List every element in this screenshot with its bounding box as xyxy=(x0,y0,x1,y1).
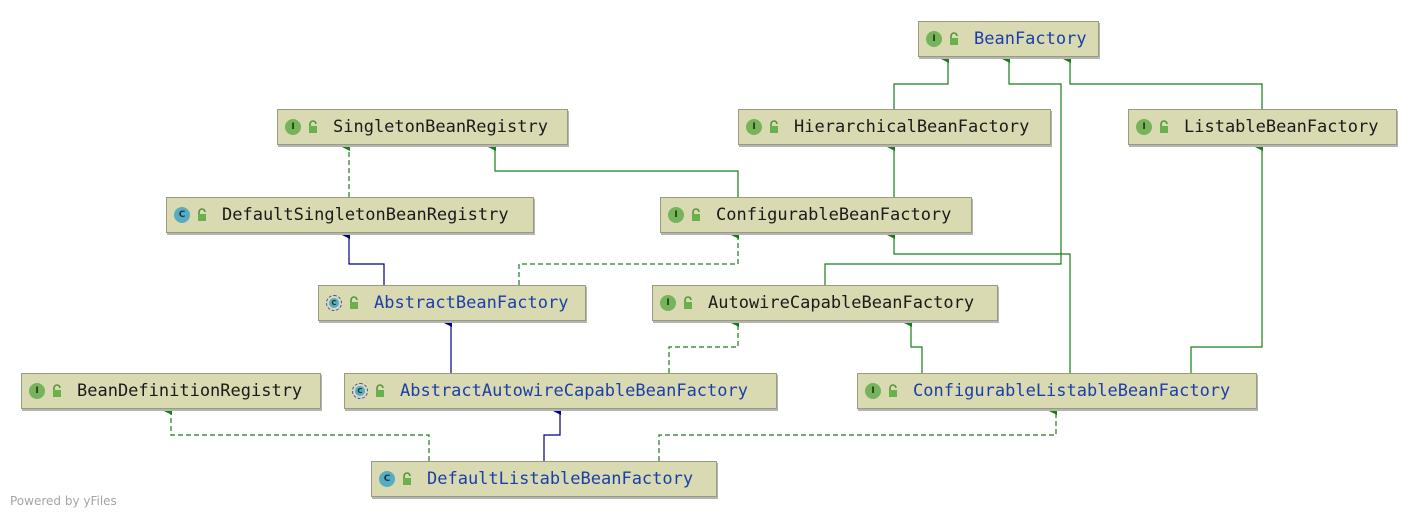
interface-icon: I xyxy=(285,119,301,135)
edge-default-listable-bean-factory-to-configurable-listable-bean-factory xyxy=(658,405,1057,461)
node-label: ListableBeanFactory xyxy=(1184,117,1379,137)
node-label: SingletonBeanRegistry xyxy=(333,117,548,137)
node-hierarchical-bean-factory[interactable]: I HierarchicalBeanFactory xyxy=(738,109,1051,145)
powered-by-credit: Powered by yFiles xyxy=(10,494,117,508)
node-label: ConfigurableListableBeanFactory xyxy=(913,381,1231,401)
interface-icon: I xyxy=(29,383,45,399)
node-configurable-bean-factory[interactable]: I ConfigurableBeanFactory xyxy=(660,197,972,233)
edge-configurable-bean-factory-to-singleton-bean-registry xyxy=(486,141,739,197)
public-lock-icon xyxy=(889,384,897,397)
interface-icon: I xyxy=(746,119,762,135)
edge-abstract-autowire-capable-bean-factory-to-autowire-capable-bean-factory xyxy=(668,317,739,373)
interface-icon: I xyxy=(660,295,676,311)
public-lock-icon xyxy=(684,296,692,309)
node-listable-bean-factory[interactable]: I ListableBeanFactory xyxy=(1128,109,1397,145)
abstract-class-icon: C xyxy=(326,295,342,311)
edge-hierarchical-bean-factory-to-bean-factory xyxy=(893,53,949,109)
public-lock-icon xyxy=(770,120,778,133)
node-singleton-bean-registry[interactable]: I SingletonBeanRegistry xyxy=(277,109,568,145)
node-abstract-bean-factory[interactable]: C AbstractBeanFactory xyxy=(318,285,586,321)
interface-icon: I xyxy=(865,383,881,399)
node-abstract-autowire-capable-bean-factory[interactable]: C AbstractAutowireCapableBeanFactory xyxy=(344,373,777,409)
node-label: AutowireCapableBeanFactory xyxy=(708,293,975,313)
class-icon: C xyxy=(174,207,190,223)
node-configurable-listable-bean-factory[interactable]: I ConfigurableListableBeanFactory xyxy=(857,373,1257,409)
node-default-listable-bean-factory[interactable]: C DefaultListableBeanFactory xyxy=(371,461,717,497)
interface-icon: I xyxy=(1136,119,1152,135)
interface-icon: I xyxy=(668,207,684,223)
node-label: HierarchicalBeanFactory xyxy=(794,117,1030,137)
node-label: AbstractBeanFactory xyxy=(374,293,569,313)
public-lock-icon xyxy=(403,472,411,485)
public-lock-icon xyxy=(376,384,384,397)
public-lock-icon xyxy=(692,208,700,221)
edge-default-listable-bean-factory-to-abstract-autowire-capable-bean-factory xyxy=(543,405,561,461)
node-bean-factory[interactable]: I BeanFactory xyxy=(918,21,1099,57)
edge-abstract-bean-factory-to-configurable-bean-factory xyxy=(518,229,739,285)
interface-icon: I xyxy=(926,31,942,47)
node-label: DefaultListableBeanFactory xyxy=(427,469,694,489)
node-autowire-capable-bean-factory[interactable]: I AutowireCapableBeanFactory xyxy=(652,285,998,321)
edge-autowire-capable-bean-factory-to-bean-factory xyxy=(824,53,1062,285)
public-lock-icon xyxy=(1160,120,1168,133)
public-lock-icon xyxy=(198,208,206,221)
public-lock-icon xyxy=(950,32,958,45)
node-label: ConfigurableBeanFactory xyxy=(716,205,952,225)
edge-listable-bean-factory-to-bean-factory xyxy=(1061,53,1263,109)
abstract-class-icon: C xyxy=(352,383,368,399)
public-lock-icon xyxy=(309,120,317,133)
node-bean-definition-registry[interactable]: I BeanDefinitionRegistry xyxy=(21,373,321,409)
class-icon: C xyxy=(379,471,395,487)
public-lock-icon xyxy=(350,296,358,309)
edge-configurable-listable-bean-factory-to-autowire-capable-bean-factory xyxy=(902,317,923,373)
edge-abstract-bean-factory-to-default-singleton-bean-registry xyxy=(340,229,385,285)
public-lock-icon xyxy=(53,384,61,397)
node-label: DefaultSingletonBeanRegistry xyxy=(222,205,509,225)
node-label: BeanFactory xyxy=(974,29,1087,49)
node-label: BeanDefinitionRegistry xyxy=(77,381,303,401)
node-label: AbstractAutowireCapableBeanFactory xyxy=(400,381,748,401)
node-default-singleton-bean-registry[interactable]: C DefaultSingletonBeanRegistry xyxy=(166,197,534,233)
edge-configurable-listable-bean-factory-to-configurable-bean-factory xyxy=(885,229,1071,373)
edge-default-listable-bean-factory-to-bean-definition-registry xyxy=(162,405,430,461)
edge-configurable-listable-bean-factory-to-listable-bean-factory xyxy=(1190,141,1263,373)
